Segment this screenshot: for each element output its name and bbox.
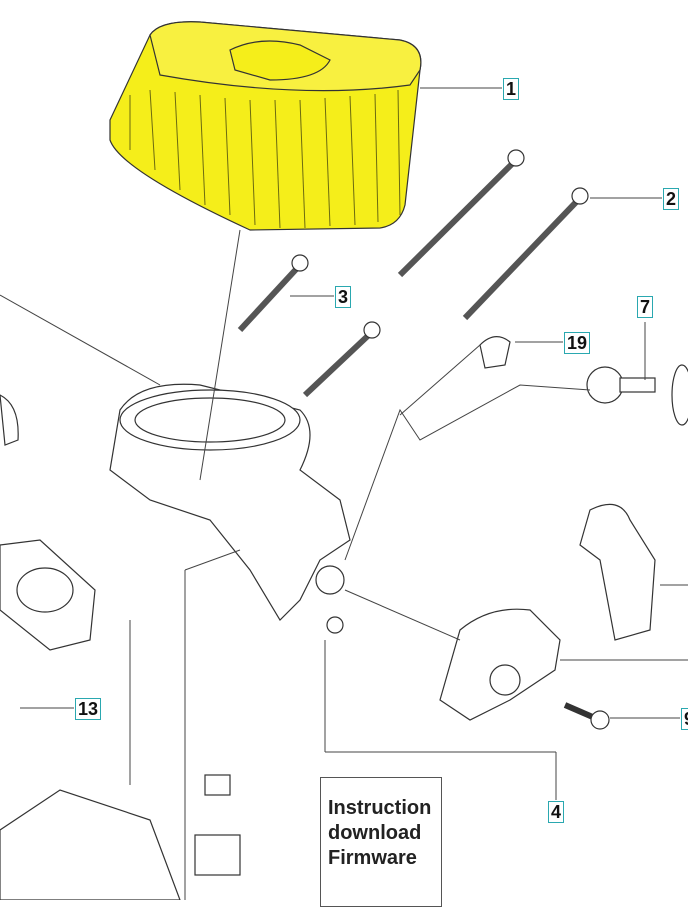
screw-part[interactable]	[563, 702, 610, 730]
sensor-part-19[interactable]	[479, 336, 511, 369]
callout-7[interactable]: 7	[637, 296, 654, 318]
callout-3[interactable]: 3	[335, 286, 352, 308]
throttle-body-part[interactable]	[109, 383, 351, 634]
cam-plate-part[interactable]	[439, 608, 561, 721]
callout-9[interactable]: 9	[681, 708, 688, 730]
air-filter-part[interactable]	[109, 21, 422, 231]
bolt-short[interactable]	[237, 254, 309, 333]
instruction-download-firmware-box[interactable]: Instruction download Firmware	[320, 777, 442, 907]
note-line-1: Instruction	[328, 797, 432, 819]
spring-part-7[interactable]	[586, 364, 688, 426]
intake-flange-part[interactable]	[0, 539, 96, 651]
callout-1[interactable]: 1	[503, 78, 520, 100]
leader-lines	[0, 87, 688, 900]
bolt-long-2[interactable]	[462, 187, 589, 321]
callout-2[interactable]: 2	[663, 188, 680, 210]
hose-part[interactable]	[0, 394, 19, 446]
bolt-mid[interactable]	[302, 321, 381, 398]
bracket-part[interactable]	[579, 503, 656, 641]
bolt-long-1[interactable]	[397, 149, 525, 278]
connector-part[interactable]	[194, 774, 241, 876]
callout-19[interactable]: 19	[564, 332, 591, 354]
note-line-3: Firmware	[328, 847, 417, 869]
callout-4[interactable]: 4	[548, 801, 565, 823]
note-line-2: download	[328, 822, 422, 844]
callout-13[interactable]: 13	[75, 698, 102, 720]
carb-part[interactable]	[0, 789, 181, 900]
